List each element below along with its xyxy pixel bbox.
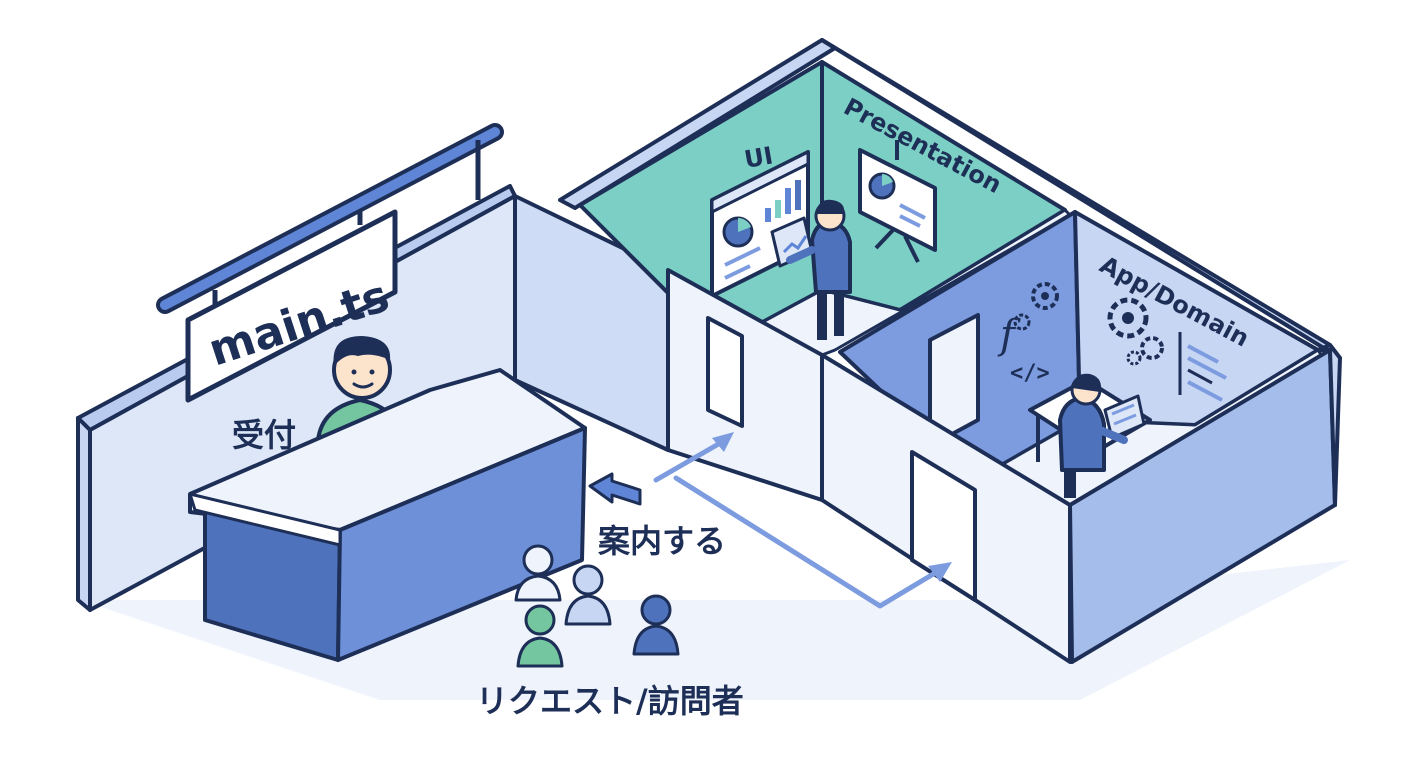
visitors-label: リクエスト/訪問者 xyxy=(476,682,744,720)
document-lines-icon xyxy=(1178,332,1227,402)
arrow-to-domain-room xyxy=(673,475,952,609)
gear-icon-large xyxy=(1107,297,1149,339)
floor xyxy=(80,560,1350,700)
room-label-ui: UI xyxy=(742,141,775,174)
visitors xyxy=(514,544,680,668)
doorway-domain xyxy=(910,450,977,602)
domain-worker xyxy=(1028,373,1152,498)
gear-icon-medium xyxy=(1140,336,1164,360)
doorway-ui xyxy=(706,316,744,428)
function-icons: f </> xyxy=(997,282,1059,386)
sign-rod xyxy=(156,123,504,314)
guide-label: 案内する xyxy=(598,522,726,560)
visitor-1 xyxy=(514,544,562,602)
app-domain-room: f </> xyxy=(838,210,1324,507)
code-icon: </> xyxy=(1010,361,1050,386)
reception-wall-edge xyxy=(76,416,92,612)
ui-worker xyxy=(770,199,852,340)
desk-side xyxy=(336,426,587,662)
presentation-easel xyxy=(858,140,937,263)
routing-arrows xyxy=(588,432,952,609)
gear-icon xyxy=(1031,282,1059,310)
arrow-to-reception xyxy=(588,472,642,506)
visitor-2 xyxy=(564,564,612,626)
gear-icon-small xyxy=(1013,313,1031,331)
gear-icon-tiny xyxy=(1126,350,1142,366)
corridor-walls xyxy=(666,268,1342,664)
visitor-3 xyxy=(516,604,564,668)
domain-icons xyxy=(1107,297,1227,402)
arrow-to-ui-room xyxy=(653,432,734,483)
visitor-4 xyxy=(632,594,680,656)
reception-label: 受付 xyxy=(232,416,296,454)
reception-desk xyxy=(188,368,587,662)
